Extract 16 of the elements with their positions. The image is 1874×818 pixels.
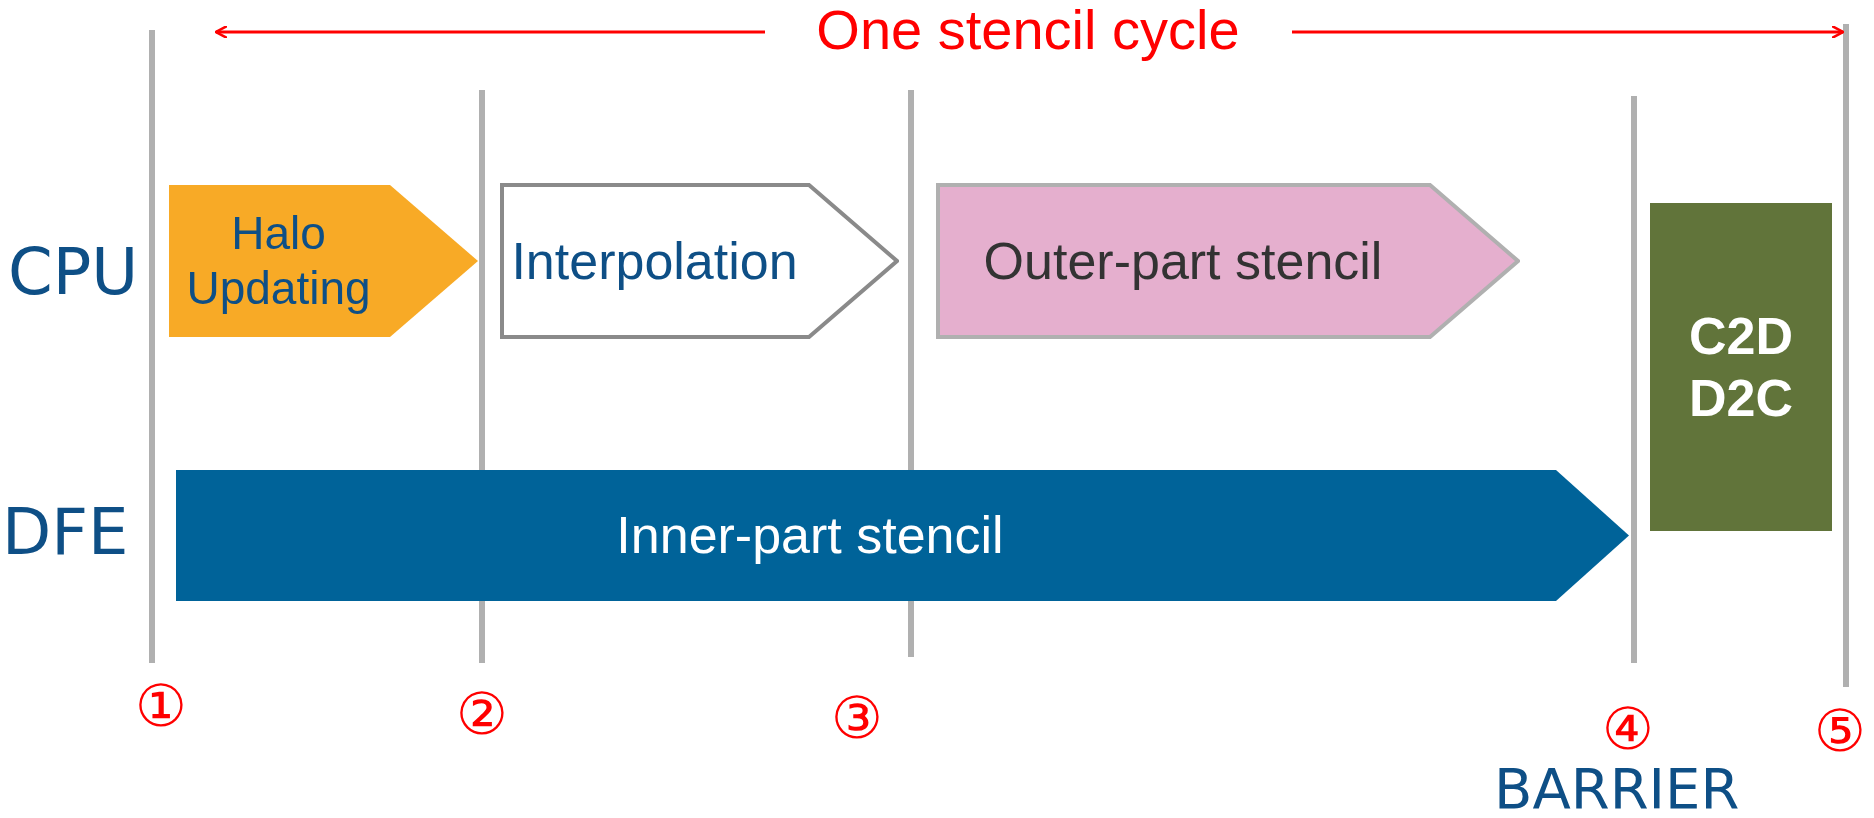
step-label: C2D D2C bbox=[1688, 305, 1794, 429]
step-number: ⑤ bbox=[1814, 697, 1866, 767]
step-number: ③ bbox=[831, 684, 883, 754]
process-box bbox=[1650, 203, 1832, 531]
step-label: Halo Updating bbox=[185, 205, 372, 316]
step-label: Outer-part stencil bbox=[983, 230, 1383, 292]
title: One stencil cycle bbox=[816, 0, 1240, 63]
step-label: Inner-part stencil bbox=[616, 505, 1004, 567]
process-pentagon bbox=[167, 183, 480, 339]
process-pentagon bbox=[936, 183, 1520, 339]
step-number: ① bbox=[135, 672, 187, 742]
row-label: CPU bbox=[8, 234, 139, 311]
row-label: DFE bbox=[2, 494, 129, 571]
step-label: Interpolation bbox=[511, 230, 798, 292]
process-pentagon bbox=[500, 183, 899, 339]
step-number: ② bbox=[456, 680, 508, 750]
